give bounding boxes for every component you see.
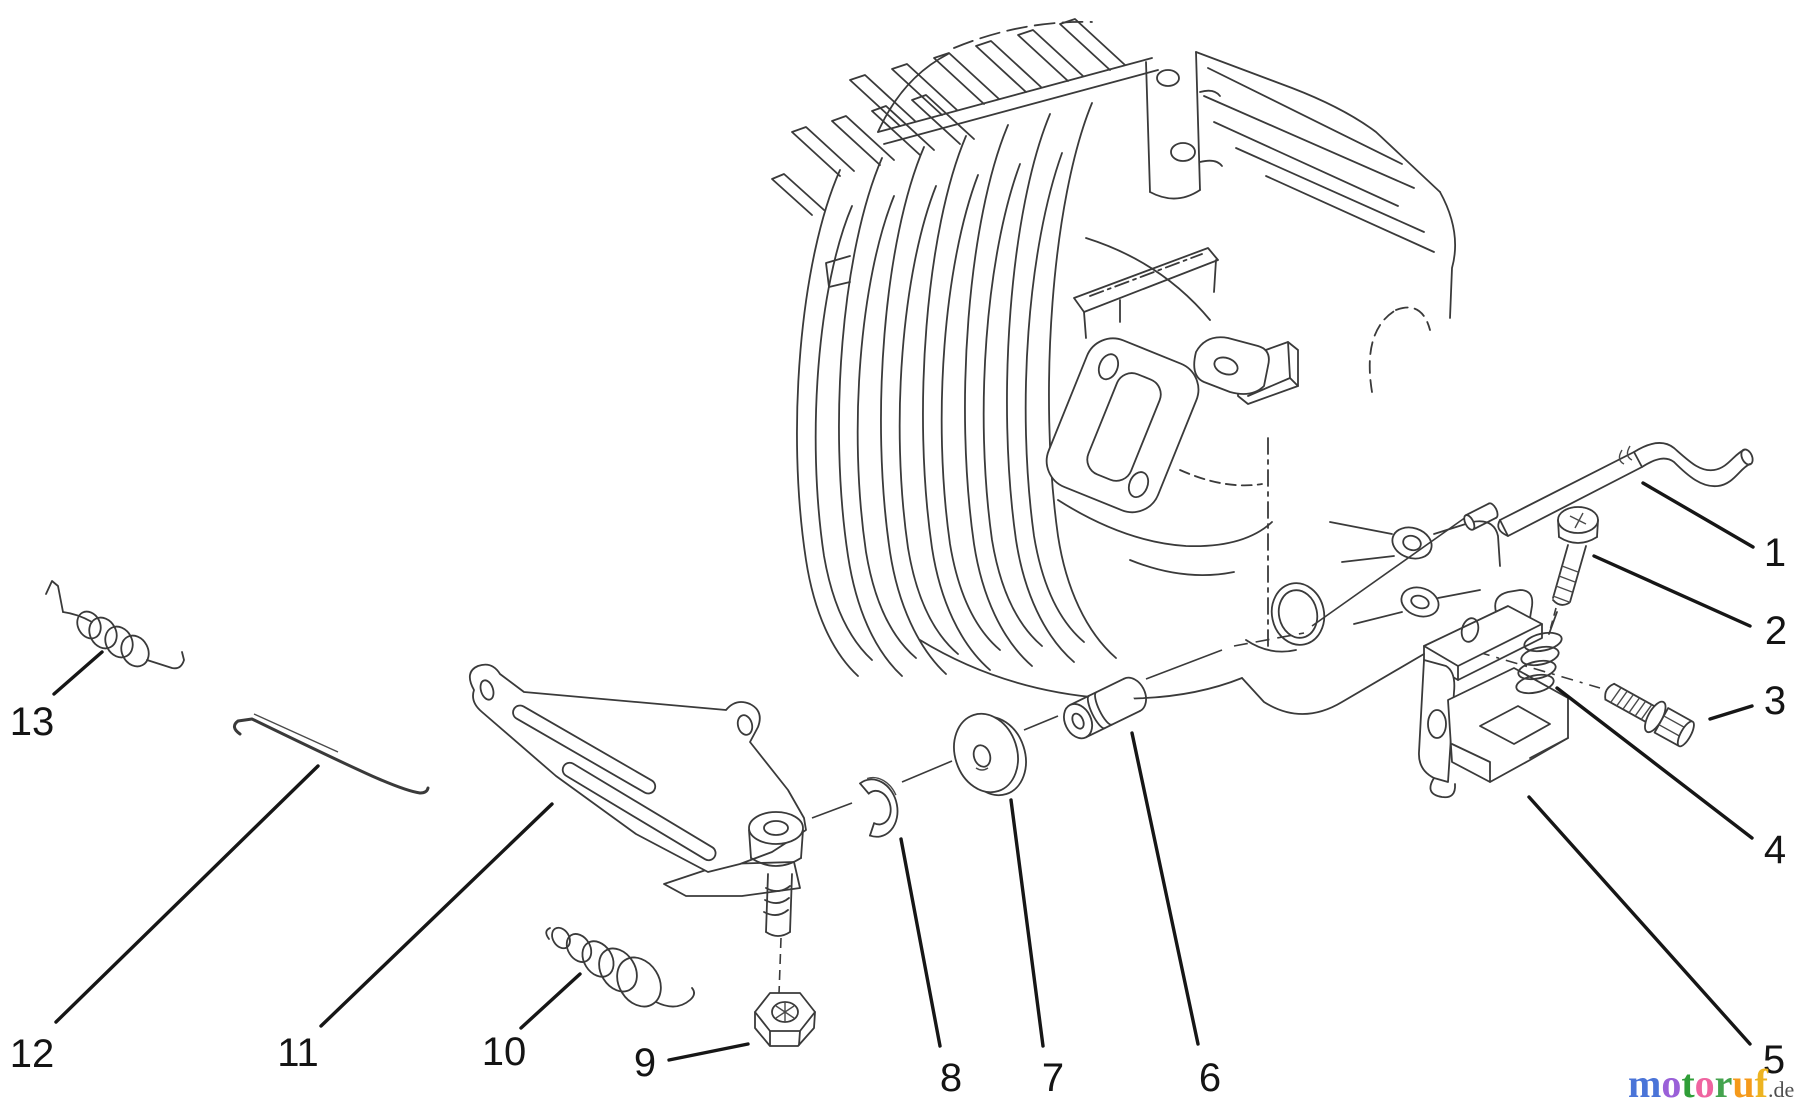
part-8-leader-line [899,837,942,1048]
part-3-label: 3 [1764,679,1786,723]
cylinder-head-right [1195,51,1457,393]
pivot-boss [748,811,804,867]
part-10-label: 10 [482,1030,527,1074]
baffle-plate [1073,237,1299,405]
part-10-leader-line [519,972,582,1030]
part-1-leader-line [1641,481,1755,549]
part-4-leader-line [1555,686,1754,840]
part-4-spring [1515,611,1563,695]
cooling-fins-left [796,20,1117,677]
part-2-label: 2 [1765,609,1787,653]
part-7-leader-line [1009,798,1045,1048]
part-11-governor-arm [468,663,807,937]
part-5-label: 5 [1763,1038,1785,1082]
part-9-lock-nut [754,992,816,1047]
part-3-flange-bolt [1604,682,1695,748]
part-4-label: 4 [1764,828,1786,872]
part-1-throttle-rod [1463,442,1754,537]
watermark-letter: m [1628,1061,1662,1106]
part-5-control-bracket [1418,589,1569,799]
watermark-letters: motoruf [1628,1061,1768,1106]
part-13-governor-spring [45,580,185,670]
part-8-label: 8 [940,1056,962,1100]
part-6-label: 6 [1199,1056,1221,1100]
part-9-leader-line [667,1042,750,1062]
part-7-flat-washer [953,712,1027,797]
part-8-retaining-clip [859,776,899,838]
part-12-leader-line [54,764,320,1024]
watermark-letter: t [1681,1061,1695,1106]
intake-flange [1045,337,1200,514]
flange-side-boss [1193,336,1270,395]
part-3-leader-line [1708,704,1754,721]
part-5-leader-line [1527,795,1752,1046]
watermark-letter: o [1694,1061,1715,1106]
cooling-fins-top [771,18,1159,216]
part-6-leader-line [1130,731,1200,1046]
watermark-suffix: .de [1768,1077,1795,1102]
part-11-leader-line [319,802,554,1028]
watermark-logo: motoruf.de [1628,1062,1798,1106]
part-13-leader-line [52,650,104,696]
part-1-label: 1 [1764,531,1786,575]
part-2-screw [1552,506,1599,606]
watermark-letter: r [1714,1061,1733,1106]
watermark-letter: u [1732,1061,1755,1106]
part-2-leader-line [1592,554,1752,628]
part-12-governor-rod [233,713,430,795]
engine-block [771,18,1501,715]
part-12-label: 12 [10,1032,55,1076]
part-6-spacer [1063,676,1147,740]
threaded-stud [763,873,793,937]
watermark-letter: o [1661,1061,1682,1106]
part-10-compression-spring [545,926,695,1008]
crankcase [919,437,1501,715]
part-11-label: 11 [277,1031,319,1075]
part-9-label: 9 [634,1041,656,1085]
part-7-label: 7 [1042,1056,1064,1100]
assembly-centerline [778,516,1601,995]
head-bolt-bosses [1145,51,1223,200]
watermark-letter: f [1754,1061,1768,1106]
part-13-label: 13 [10,700,55,744]
